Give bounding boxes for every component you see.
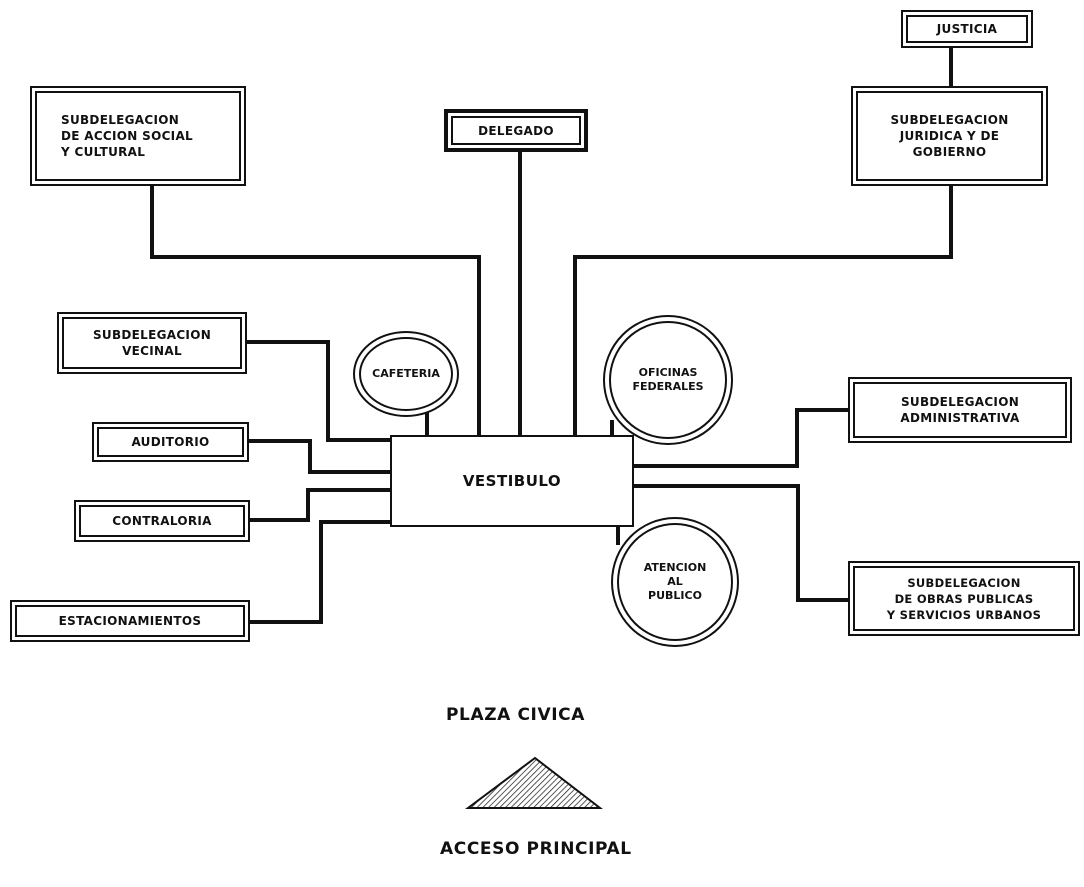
delegado-box: DELEGADO: [444, 109, 588, 152]
juridica-box: SUBDELEGACION JURIDICA Y DE GOBIERNO: [851, 86, 1048, 186]
connector-obras: [634, 484, 848, 602]
connector-accion-social: [150, 186, 481, 435]
cafeteria-circle: CAFETERIA: [353, 331, 459, 417]
administrativa-label: SUBDELEGACION ADMINISTRATIVA: [853, 382, 1067, 438]
accion-social-box: SUBDELEGACION DE ACCION SOCIAL Y CULTURA…: [30, 86, 246, 186]
juridica-label: SUBDELEGACION JURIDICA Y DE GOBIERNO: [856, 91, 1043, 181]
connector-vecinal: [247, 340, 390, 442]
obras-publicas-box: SUBDELEGACION DE OBRAS PUBLICAS Y SERVIC…: [848, 561, 1080, 636]
contraloria-label: CONTRALORIA: [79, 505, 245, 537]
access-triangle-icon: [464, 756, 603, 809]
oficinas-federales-circle: OFICINAS FEDERALES: [603, 315, 733, 445]
plaza-civica-label: PLAZA CIVICA: [446, 705, 585, 725]
vecinal-box: SUBDELEGACION VECINAL: [57, 312, 247, 374]
obras-publicas-label: SUBDELEGACION DE OBRAS PUBLICAS Y SERVIC…: [853, 566, 1075, 631]
atencion-publico-circle: ATENCION AL PUBLICO: [611, 517, 739, 647]
estacionamientos-label: ESTACIONAMIENTOS: [15, 605, 245, 637]
connector-administrativa: [634, 408, 848, 468]
connector-estacionamientos: [250, 520, 390, 624]
estacionamientos-box: ESTACIONAMIENTOS: [10, 600, 250, 642]
cafeteria-label: CAFETERIA: [359, 337, 453, 411]
connector-juridica: [573, 186, 953, 435]
delegado-label: DELEGADO: [451, 116, 581, 145]
oficinas-federales-label: OFICINAS FEDERALES: [609, 321, 727, 439]
acceso-principal-label: ACCESO PRINCIPAL: [440, 839, 632, 859]
connector-contraloria: [250, 488, 390, 522]
vecinal-label: SUBDELEGACION VECINAL: [62, 317, 242, 369]
justicia-box: JUSTICIA: [901, 10, 1033, 48]
accion-social-label: SUBDELEGACION DE ACCION SOCIAL Y CULTURA…: [35, 91, 241, 181]
vestibulo-box: VESTIBULO: [390, 435, 634, 527]
auditorio-label: AUDITORIO: [97, 427, 244, 457]
auditorio-box: AUDITORIO: [92, 422, 249, 462]
connector-auditorio: [249, 439, 390, 474]
atencion-publico-label: ATENCION AL PUBLICO: [617, 523, 733, 641]
justicia-label: JUSTICIA: [906, 15, 1028, 43]
administrativa-box: SUBDELEGACION ADMINISTRATIVA: [848, 377, 1072, 443]
contraloria-box: CONTRALORIA: [74, 500, 250, 542]
